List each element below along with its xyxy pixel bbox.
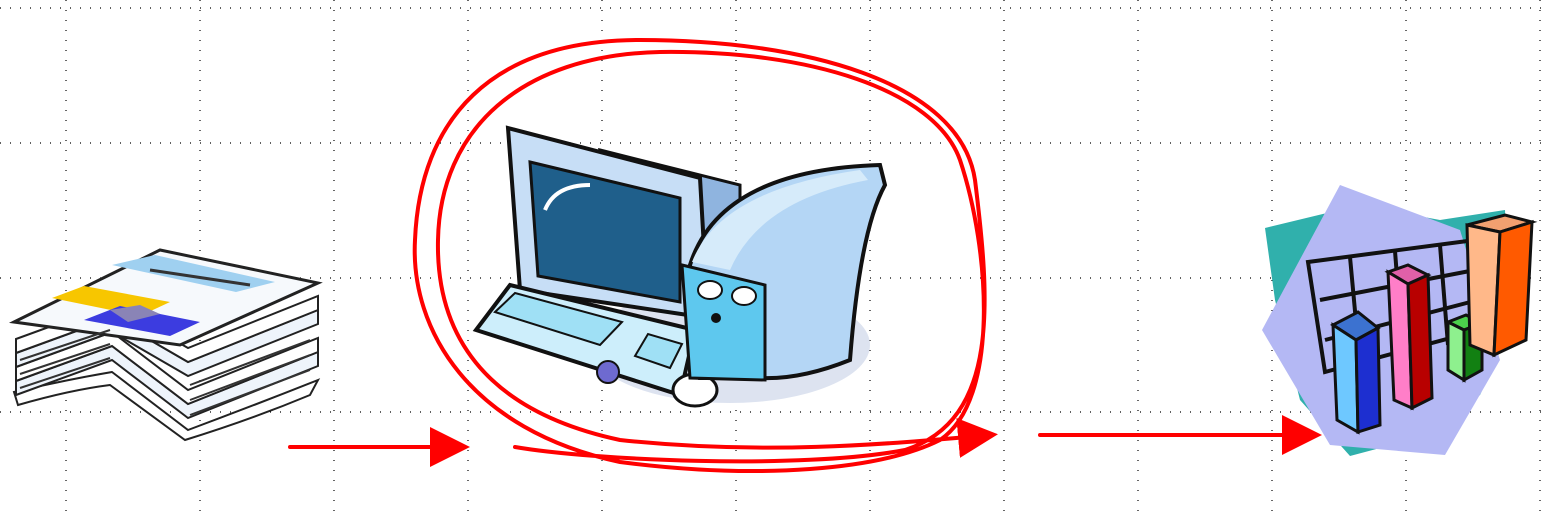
connectors (288, 37, 1322, 473)
computer-icon (472, 125, 888, 408)
document-stack-icon (8, 248, 323, 442)
bar-chart-icon (1262, 185, 1538, 456)
loop-arrow-around-computer (412, 37, 998, 473)
